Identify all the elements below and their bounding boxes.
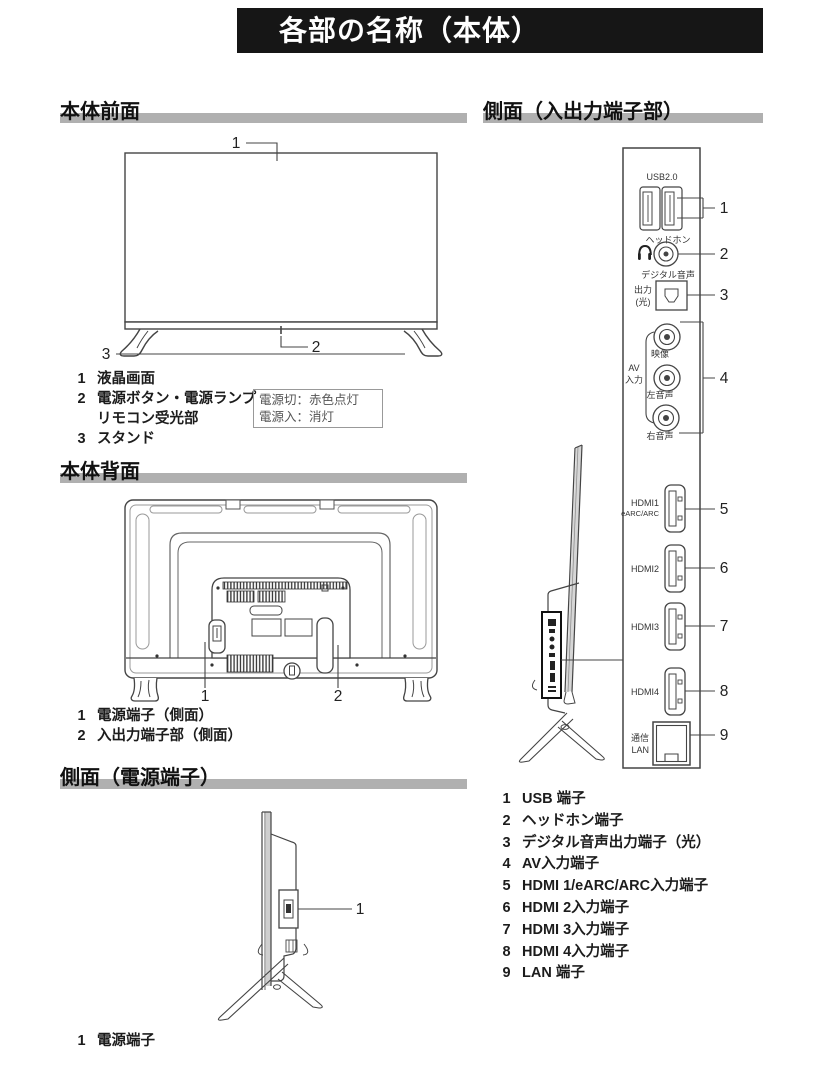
io-callout-4: 4 (720, 370, 729, 387)
optical-port (655, 280, 715, 311)
hdmi4-port (664, 667, 715, 716)
digital-audio-label: デジタル音声 (641, 269, 695, 280)
rear-io-terminal-slot (316, 617, 334, 674)
side-power-callout-1: 1 (356, 901, 365, 918)
heading-underline-bar (60, 473, 467, 483)
rear-callout-2: 2 (334, 688, 343, 705)
list-item-continued: リモコン受光部 (97, 411, 199, 427)
list-item: 2 ヘッドホン端子 (502, 812, 624, 829)
heading-underline-bar (483, 113, 763, 123)
av-label-line1: AV (628, 363, 639, 373)
headphone-icon (638, 244, 652, 260)
section-heading-rear: 本体背面 (60, 456, 467, 484)
section-heading-side-power: 側面（電源端子） (60, 762, 467, 790)
headphone-jack (653, 241, 715, 267)
front-callout-2: 2 (312, 339, 321, 356)
io-panel-body (622, 147, 701, 769)
list-item: 6 HDMI 2入力端子 (502, 899, 630, 916)
hdmi1-sub-label: eARC/ARC (621, 509, 660, 518)
hdmi3-port (664, 602, 715, 651)
list-item: 2 入出力端子部（側面） (77, 728, 242, 744)
audio-right-label: 右音声 (646, 430, 673, 441)
rear-right-foot (402, 677, 432, 702)
section-heading-io: 側面（入出力端子部） (483, 96, 763, 124)
io-callout-5: 5 (720, 501, 729, 518)
page-title: 各部の名称（本体） (279, 15, 541, 46)
front-callout-1: 1 (232, 135, 241, 152)
list-item: 8 HDMI 4入力端子 (502, 943, 630, 960)
list-item: 5 HDMI 1/eARC/ARC入力端子 (502, 878, 709, 895)
tv-rear-diagram: 1 2 (124, 499, 438, 705)
front-right-foot (403, 328, 443, 357)
rear-callout-1: 1 (201, 688, 210, 705)
hdmi1-port (664, 484, 715, 533)
hdmi1-label: HDMI1 (631, 498, 659, 508)
lan-port (652, 721, 715, 766)
audio-left-label: 左音声 (646, 389, 673, 400)
list-item: 2 電源ボタン・電源ランプ (77, 391, 257, 407)
hdmi3-label: HDMI3 (631, 622, 659, 632)
video-label: 映像 (651, 348, 669, 359)
list-item: 1 電源端子 (77, 1033, 155, 1049)
tv-side-power-diagram: 1 (217, 811, 365, 1021)
usb-label: USB2.0 (646, 172, 677, 182)
rear-item-list: 1 電源端子（側面） 2 入出力端子部（側面） (75, 706, 242, 746)
list-item: 9 LAN 端子 (502, 965, 585, 982)
list-item: 4 AV入力端子 (502, 856, 600, 873)
list-item: 3 スタンド (77, 431, 155, 447)
list-item: 1 液晶画面 (77, 371, 155, 387)
rear-left-foot (130, 677, 160, 702)
page-title-banner: 各部の名称（本体） (237, 8, 763, 53)
hdmi4-label: HDMI4 (631, 687, 659, 697)
tv-front-diagram: 1 2 3 (102, 135, 443, 363)
io-item-list: 1 USB 端子 2 ヘッドホン端子 3 デジタル音声出力端子（光） 4 AV入… (500, 789, 710, 985)
list-item: 1 電源端子（側面） (77, 708, 213, 724)
front-item-list: 1 液晶画面 2 電源ボタン・電源ランプ リモコン受光部 3 スタンド (75, 369, 256, 449)
io-callout-9: 9 (720, 727, 729, 744)
av-label-line2: 入力 (625, 374, 643, 385)
io-callout-3: 3 (720, 287, 729, 304)
headphone-label: ヘッドホン (645, 235, 690, 245)
tv-side-silhouette (518, 444, 623, 763)
list-item: 7 HDMI 3入力端子 (502, 921, 630, 938)
lan-label-line2: LAN (631, 745, 649, 755)
lan-label-line1: 通信 (631, 732, 649, 743)
io-callout-1: 1 (720, 200, 729, 217)
io-callout-2: 2 (720, 246, 729, 263)
heading-underline-bar (60, 113, 467, 123)
io-callout-6: 6 (720, 560, 729, 577)
front-callout-3: 3 (102, 346, 111, 363)
list-item: 3 デジタル音声出力端子（光） (502, 834, 711, 851)
hdmi2-label: HDMI2 (631, 564, 659, 574)
av-input-jacks (645, 321, 715, 434)
section-heading-front: 本体前面 (60, 96, 467, 124)
heading-underline-bar (60, 779, 467, 789)
hdmi2-port (664, 544, 715, 593)
front-left-foot (119, 328, 159, 357)
list-item: 1 USB 端子 (502, 791, 586, 807)
io-callout-8: 8 (720, 683, 729, 700)
optical-label: (光) (636, 296, 651, 307)
io-panel-diagram: USB2.0 1 ヘッドホン 2 デジタル音声 出力 (光) (518, 147, 729, 769)
output-label: 出力 (634, 284, 652, 295)
side-power-item-list: 1 電源端子 (75, 1031, 155, 1051)
io-callout-7: 7 (720, 618, 729, 635)
usb-ports (639, 186, 715, 231)
power-lamp-note: 電源切：赤色点灯 電源入：消灯 (253, 389, 383, 428)
